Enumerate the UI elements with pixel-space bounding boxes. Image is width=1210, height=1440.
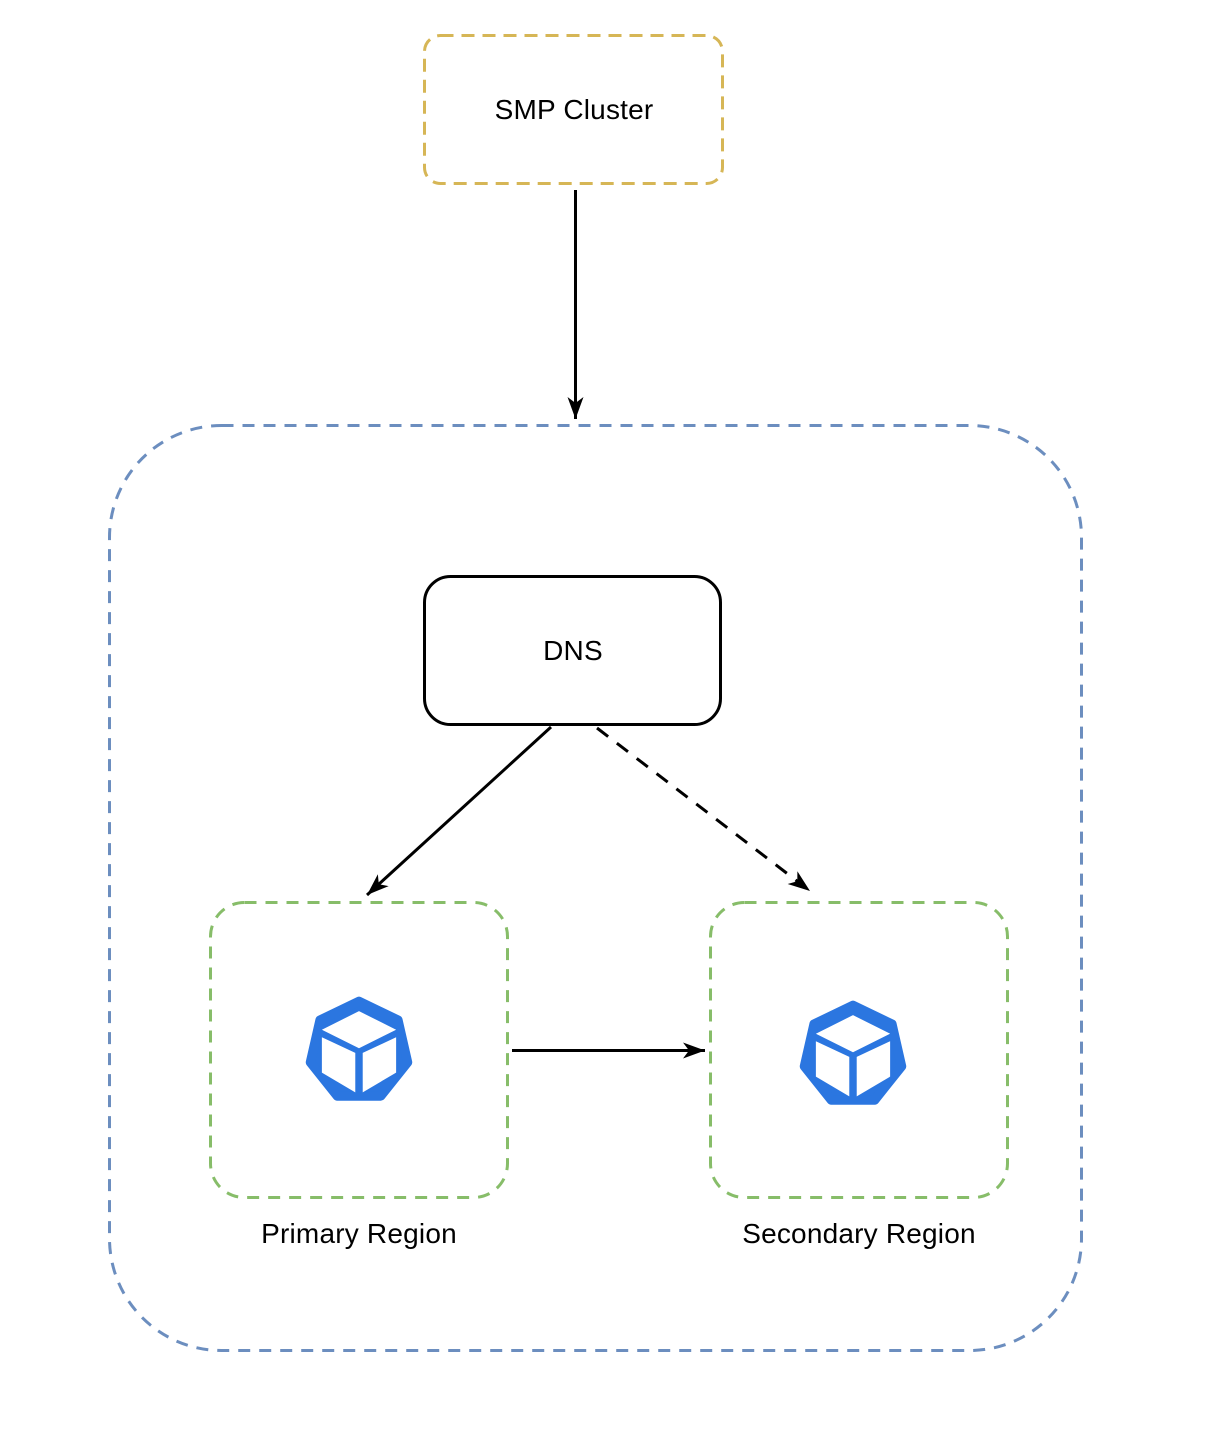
cube-heptagon-icon bbox=[799, 1000, 907, 1105]
cube-heptagon-icon bbox=[305, 996, 413, 1101]
region-container-box bbox=[108, 424, 1083, 1352]
edge-dns-to-primary bbox=[365, 725, 553, 897]
edge-dns-to-secondary bbox=[596, 726, 811, 893]
secondary-region-label: Secondary Region bbox=[742, 1218, 976, 1249]
dns-label: DNS bbox=[543, 635, 603, 666]
smp-cluster-box bbox=[423, 34, 724, 185]
smp-cluster-label: SMP Cluster bbox=[494, 94, 654, 125]
dns-box bbox=[423, 575, 722, 726]
primary-region-label: Primary Region bbox=[261, 1218, 457, 1249]
